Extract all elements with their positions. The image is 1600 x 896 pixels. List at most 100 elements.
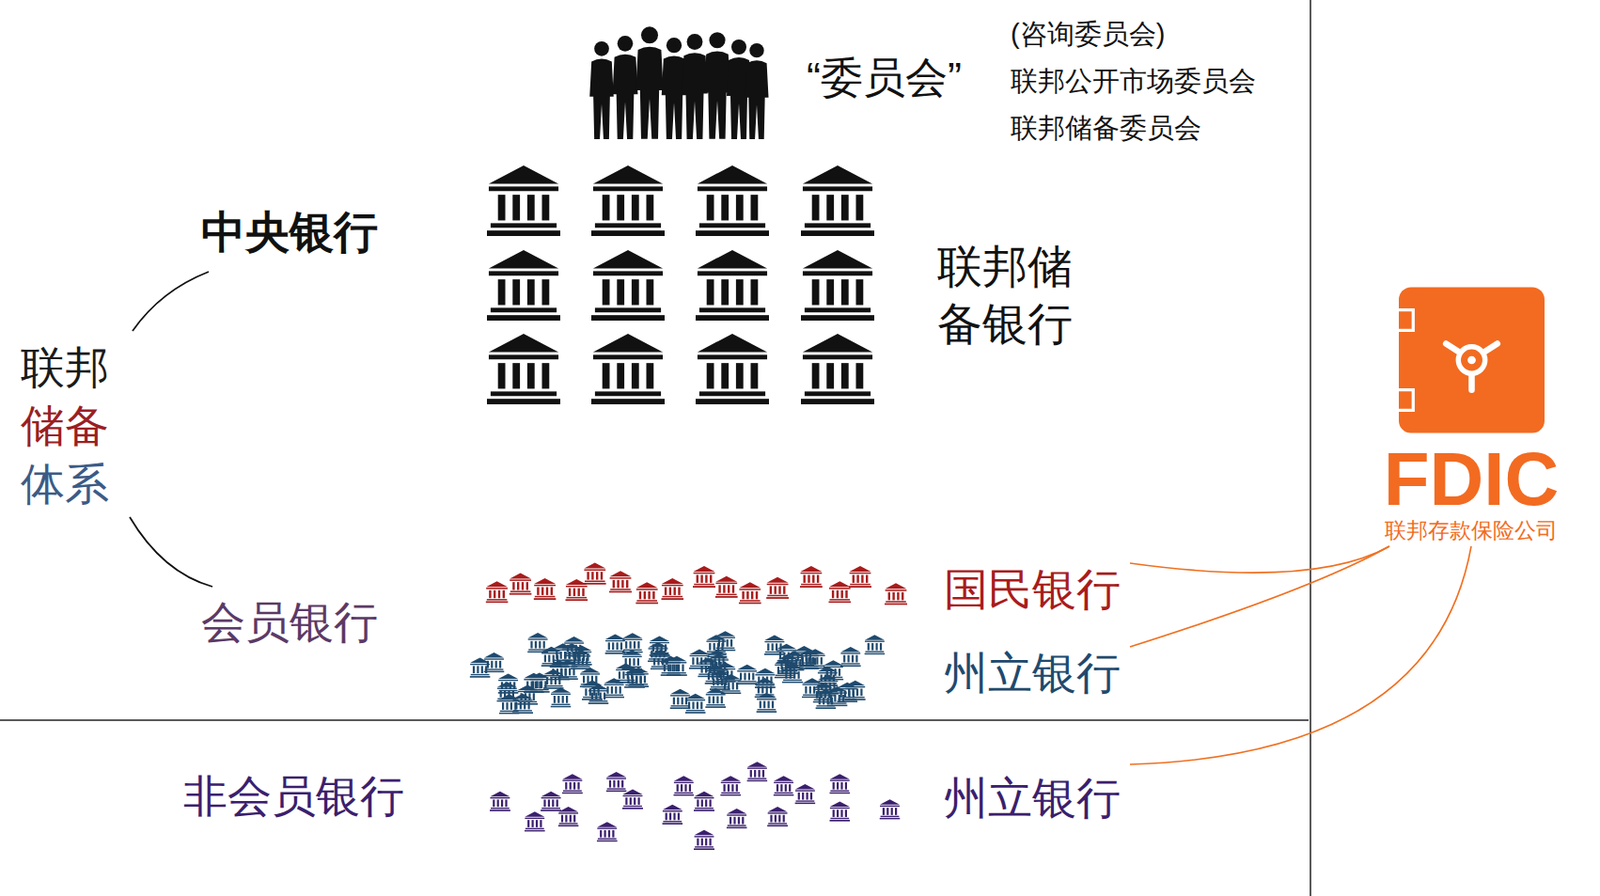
divider-horizontal [0, 719, 1309, 722]
national-bank-icon [692, 565, 716, 588]
label-text: 中央银行 [201, 203, 378, 261]
nonmember-bank-icon [661, 804, 683, 825]
state-bank-icon [863, 634, 885, 655]
state-bank-icon [827, 686, 848, 706]
insurance-link [1129, 546, 1390, 647]
nonmember-bank-icon [524, 811, 546, 832]
state-bank-icon [782, 662, 803, 683]
state-bank-icon [666, 656, 688, 676]
reserve-bank-icon [591, 250, 665, 321]
central-bank-label: 中央银行 [201, 203, 378, 261]
state-bank-icon [470, 658, 491, 678]
people-silhouette [589, 26, 769, 140]
bracket-curve [132, 271, 209, 331]
member-banks-label: 会员银行 [201, 594, 378, 651]
reserve-bank-icon [800, 250, 875, 321]
state-bank-label: 州立银行 [943, 769, 1121, 827]
state-bank-icon [705, 688, 726, 708]
label-text: 非会员银行 [183, 768, 405, 825]
nonmember-bank-icon [673, 775, 694, 796]
nonmember-bank-icon [829, 773, 850, 794]
reserve-bank-icon [695, 165, 769, 236]
committee-item: 联邦储备委员会 [1010, 104, 1202, 152]
nonmember-bank-icon [693, 830, 715, 850]
label-text: 国民银行 [943, 561, 1121, 618]
person-figure [589, 41, 614, 140]
nonmember-banks-label: 非会员银行 [183, 768, 405, 825]
nonmember-bank-icon [693, 791, 715, 812]
national-bank-icon [884, 582, 908, 605]
person-figure [612, 35, 639, 140]
reserve-bank-icon [800, 333, 875, 405]
state-bank-icon [755, 692, 777, 713]
nonmember-bank-icon [562, 773, 583, 794]
national-bank-icon [660, 578, 684, 600]
state-bank-icon [685, 693, 706, 714]
state-bank-icon [840, 646, 862, 667]
national-bank-icon [766, 577, 789, 599]
state-bank-icon [670, 689, 691, 709]
reserve-bank-icon [486, 250, 561, 321]
state-bank-icon [604, 634, 626, 655]
state-bank-icon [624, 668, 645, 689]
divider-vertical [1309, 0, 1312, 896]
nonmember-bank-icon [489, 791, 511, 812]
label-text: 州立银行 [943, 644, 1121, 702]
person-figure [704, 31, 731, 140]
national-bank-icon [848, 565, 872, 588]
nonmember-bank-icon [829, 800, 850, 821]
reserve-bank-icon [695, 333, 769, 405]
national-bank-icon [533, 578, 557, 600]
committee-group: “委员会”(咨询委员会)联邦公开市场委员会联邦储备委员会 [799, 7, 1288, 158]
reserve-bank-icon [591, 333, 665, 405]
reserve-bank-icon [695, 250, 769, 321]
state-bank-label: 州立银行 [943, 644, 1121, 702]
committee-item: 联邦公开市场委员会 [1010, 57, 1256, 105]
committee-item: (咨询委员会) [1010, 10, 1165, 58]
nonmember-bank-icon [720, 775, 741, 796]
insurance-link [1129, 546, 1390, 573]
national-bank-icon [486, 580, 509, 603]
person-figure [744, 43, 769, 140]
insurance-link [1129, 546, 1472, 765]
state-bank-icon [705, 634, 727, 655]
nonmember-bank-icon [773, 775, 795, 796]
national-bank-icon [635, 581, 659, 604]
nonmember-bank-icon [726, 808, 748, 829]
label-text: 储备 [20, 396, 110, 455]
reserve-bank-icon [591, 165, 665, 236]
fdic-subtitle: 联邦存款保险公司 [1378, 516, 1565, 545]
state-bank-icon [543, 669, 565, 690]
nonmember-bank-icon [746, 761, 768, 782]
bracket-curve [129, 517, 213, 587]
state-bank-icon [603, 677, 625, 698]
state-bank-icon [647, 642, 669, 662]
nonmember-bank-icon [606, 771, 628, 792]
nonmember-bank-icon [558, 806, 580, 827]
state-bank-icon [845, 680, 866, 701]
national-bank-icon [738, 581, 762, 604]
state-bank-icon [777, 654, 799, 675]
reserve-bank-icon [486, 333, 561, 405]
state-bank-icon [523, 673, 545, 693]
person-figure [681, 33, 707, 140]
reserve-bank-icon [800, 165, 875, 236]
label-text: 会员银行 [201, 594, 378, 651]
person-figure [635, 26, 663, 139]
national-bank-icon [609, 570, 632, 593]
reserve-banks-label: 联邦储备银行 [937, 237, 1078, 353]
nonmember-bank-icon [596, 821, 618, 842]
federal-reserve-system-label: 联邦储备体系 [20, 338, 110, 514]
state-bank-icon [571, 644, 593, 665]
label-text: 州立银行 [943, 769, 1121, 827]
state-bank-icon [689, 648, 710, 669]
national-bank-icon [509, 573, 533, 596]
fdic-title: FDIC [1378, 442, 1565, 517]
fdic-node: FDIC联邦存款保险公司 [1378, 286, 1565, 545]
national-bank-icon [800, 565, 823, 588]
state-bank-icon [764, 635, 785, 656]
state-bank-icon [550, 687, 572, 707]
national-bank-label: 国民银行 [943, 561, 1121, 618]
